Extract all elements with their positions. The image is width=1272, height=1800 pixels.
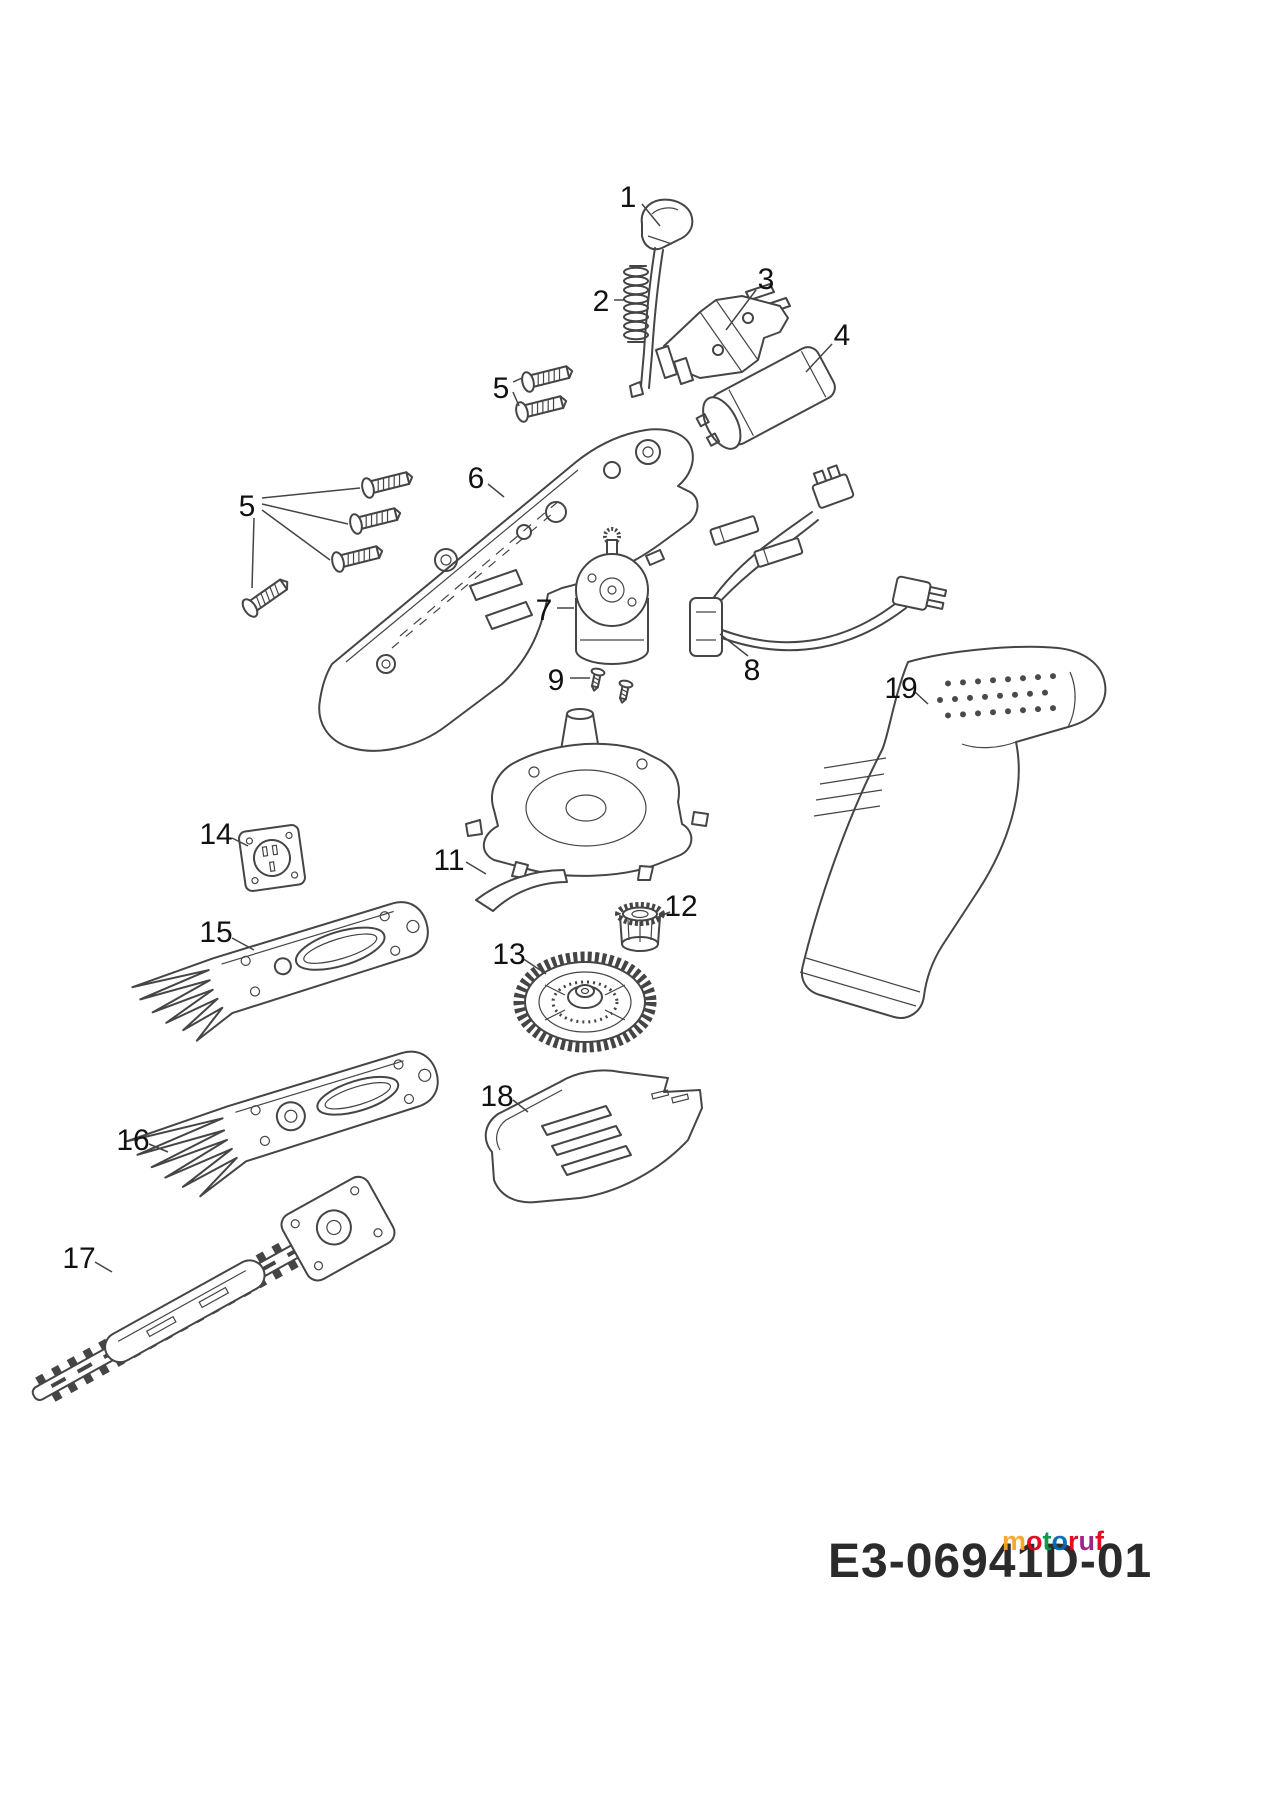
- part-spring: [623, 265, 649, 343]
- watermark-letter: t: [1042, 1526, 1052, 1556]
- grip-dot: [1020, 707, 1026, 714]
- grip-dot: [1050, 705, 1056, 712]
- part-label-8: 8: [744, 654, 761, 687]
- leader-line-5: [261, 509, 331, 561]
- leader-line-19: [914, 691, 929, 705]
- leader-line-8: [719, 633, 749, 657]
- part-label-12: 12: [664, 890, 697, 923]
- grip-dot: [945, 712, 951, 719]
- leader-line-15: [231, 937, 255, 951]
- part-label-6: 6: [468, 462, 485, 495]
- watermark-letter: o: [1051, 1526, 1069, 1556]
- leader-line-3: [725, 289, 757, 331]
- watermark-letter: u: [1078, 1526, 1096, 1556]
- grip-dot: [1042, 689, 1048, 696]
- watermark-letter: f: [1095, 1526, 1105, 1556]
- part-blade-base-plate: [484, 1069, 703, 1204]
- grip-dot: [1035, 706, 1041, 713]
- part-guide-strip: [475, 869, 568, 912]
- part-label-4: 4: [834, 319, 851, 352]
- grip-dot: [1035, 674, 1041, 681]
- grip-dot: [1012, 691, 1018, 698]
- grip-dot: [1020, 675, 1026, 682]
- part-label-5: 5: [239, 490, 256, 523]
- grip-dot: [975, 710, 981, 717]
- part-connector-socket: [238, 824, 306, 892]
- part-wiring-harness: [689, 464, 948, 657]
- part-label-16: 16: [116, 1124, 149, 1157]
- leader-line-5: [251, 517, 255, 589]
- grip-dot: [997, 692, 1003, 699]
- part-motor: [575, 527, 665, 665]
- part-pinion: [615, 902, 665, 952]
- grip-dot: [1050, 673, 1056, 680]
- part-trigger-knob: [629, 198, 694, 398]
- leader-line-17: [94, 1261, 113, 1273]
- grip-dot: [937, 697, 943, 703]
- leader-line-16: [148, 1143, 169, 1153]
- part-hedge-blade: [31, 1175, 396, 1402]
- part-switch: [689, 597, 723, 657]
- part-label-1: 1: [620, 181, 637, 214]
- part-label-11: 11: [433, 844, 464, 877]
- grip-dot: [975, 678, 981, 685]
- grip-dot: [1027, 690, 1033, 697]
- leader-line-5: [261, 503, 349, 525]
- watermark-letter: r: [1068, 1526, 1079, 1556]
- watermark-letter: o: [1026, 1526, 1043, 1556]
- part-label-13: 13: [492, 938, 525, 971]
- part-battery-cell: [695, 346, 836, 450]
- part-label-17: 17: [62, 1242, 95, 1275]
- grip-dot: [960, 711, 966, 718]
- grip-texture: [937, 673, 1056, 719]
- grip-dot: [952, 695, 958, 702]
- part-label-18: 18: [480, 1080, 513, 1113]
- part-label-7: 7: [536, 594, 553, 627]
- part-label-2: 2: [593, 285, 610, 318]
- part-label-9: 9: [548, 664, 565, 697]
- grip-dot: [982, 693, 988, 700]
- part-label-15: 15: [199, 916, 232, 949]
- leader-line-1: [641, 203, 661, 227]
- part-label-5: 5: [493, 372, 510, 405]
- leader-line-14: [231, 837, 249, 847]
- part-grass-blade-short: [131, 901, 429, 1042]
- watermark-logo: motoruf: [1002, 1526, 1104, 1557]
- grip-dot: [990, 709, 996, 716]
- watermark-letter: m: [1002, 1526, 1027, 1556]
- diagram-code: E3-06941D-01: [828, 1535, 1153, 1588]
- leader-line-13: [521, 957, 547, 975]
- leader-line-11: [465, 861, 487, 875]
- leader-line-5: [512, 391, 520, 407]
- part-gear-wheel: [513, 951, 657, 1053]
- leader-line-6: [487, 483, 505, 498]
- grip-dot: [967, 694, 973, 701]
- grip-dot: [960, 679, 966, 686]
- leader-line-5: [512, 377, 523, 383]
- part-small-screws: [586, 666, 635, 705]
- part-gearbox-housing: [465, 708, 709, 881]
- part-label-19: 19: [884, 672, 917, 705]
- part-label-3: 3: [758, 263, 775, 296]
- grip-dot: [1005, 708, 1011, 715]
- part-grass-blade-long: [126, 1050, 439, 1198]
- leader-line-4: [805, 343, 833, 373]
- leader-line-18: [512, 1099, 529, 1113]
- grip-dot: [990, 677, 996, 684]
- grip-dot: [1005, 676, 1011, 683]
- grip-dot: [945, 680, 951, 687]
- part-rear-housing: [799, 645, 1107, 1019]
- leader-line-12: [655, 911, 671, 919]
- part-switch-bracket: [655, 283, 791, 385]
- part-label-14: 14: [199, 818, 232, 851]
- leader-line-5: [261, 487, 361, 499]
